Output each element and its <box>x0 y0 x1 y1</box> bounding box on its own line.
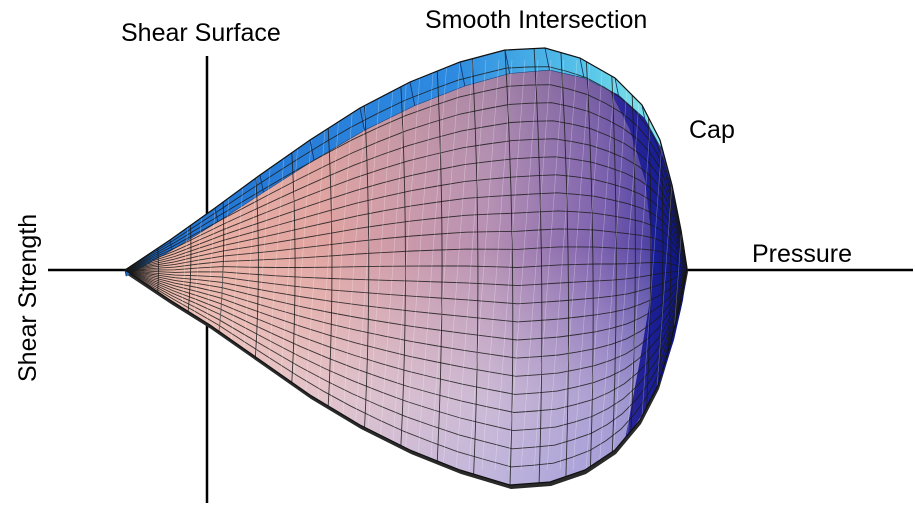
yield-surface <box>125 48 707 489</box>
cap-label: Cap <box>689 116 735 144</box>
pressure-label: Pressure <box>752 240 852 268</box>
shear-surface-label: Shear Surface <box>121 19 281 47</box>
shear-strength-label: Shear Strength <box>14 214 42 382</box>
smooth-intersection-label: Smooth Intersection <box>425 6 647 34</box>
